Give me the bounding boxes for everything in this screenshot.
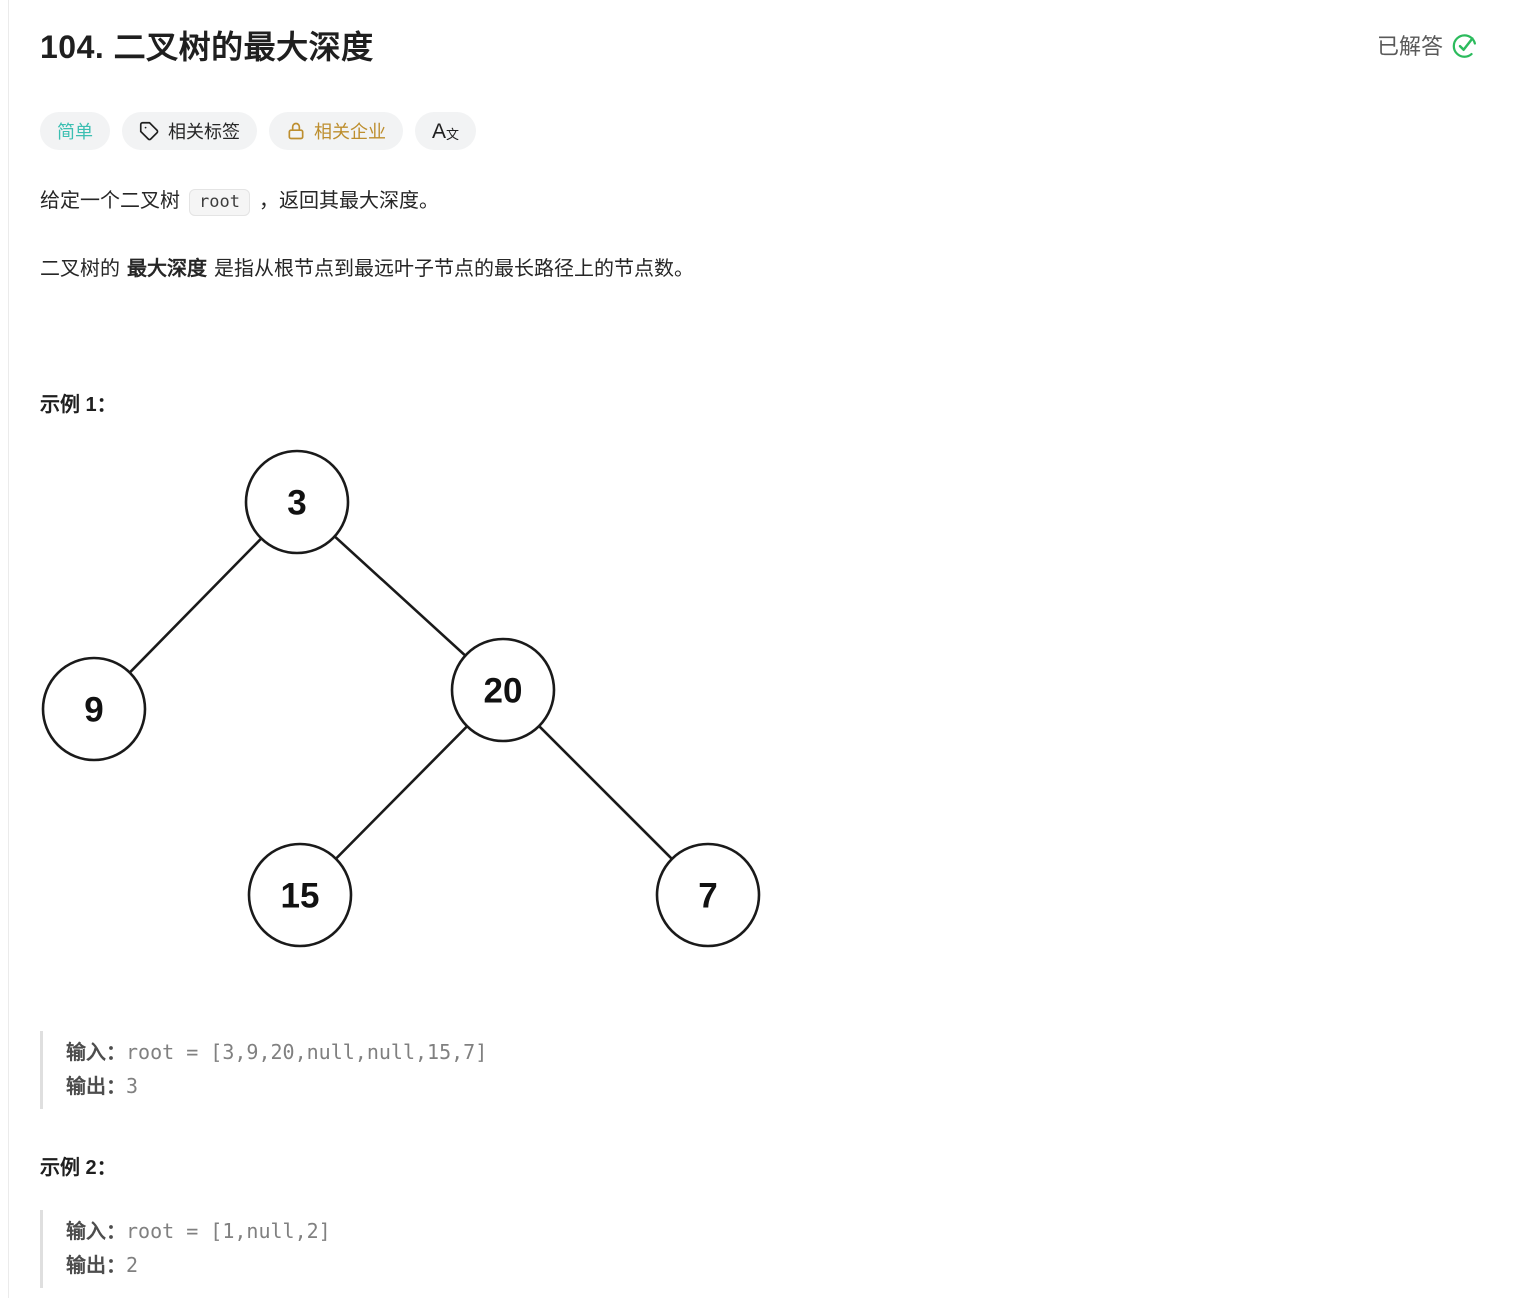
difficulty-label: 简单: [57, 122, 93, 142]
tree-node: [244, 449, 350, 555]
page-title: 104. 二叉树的最大深度: [40, 29, 374, 65]
translate-icon-main: A: [432, 119, 447, 143]
tag-row: 简单 相关标签 相关企业 A 文: [40, 112, 1478, 150]
solved-label: 已解答: [1376, 34, 1443, 59]
tree-node-label: 3: [287, 484, 306, 523]
solved-status-badge: 已解答: [1377, 29, 1478, 61]
inline-code-root: root: [189, 189, 250, 216]
output-value: 3: [126, 1074, 139, 1098]
input-label: 输入：: [66, 1042, 126, 1064]
translate-button[interactable]: A 文: [415, 112, 477, 150]
example-2-heading: 示例 2：: [40, 1157, 117, 1179]
tree-diagram-wrap: 3 9 20 15 7: [40, 443, 1478, 955]
tree-node: [41, 656, 147, 762]
tree-node-label: 15: [281, 877, 320, 916]
description-paragraph-2: 二叉树的最大深度是指从根节点到最远叶子节点的最长路径上的节点数。: [40, 254, 1478, 284]
p1-text-before: 给定一个二叉树: [40, 190, 180, 212]
related-tags-label: 相关标签: [168, 122, 240, 142]
example-2-input-line: 输入：root = [1,null,2]: [66, 1215, 1478, 1249]
problem-description-panel: 104. 二叉树的最大深度 已解答 简单 相关标签: [8, 0, 1522, 1298]
tree-node: [450, 637, 556, 743]
output-value: 2: [126, 1253, 139, 1277]
p2-text-after: 是指从根节点到最远叶子节点的最长路径上的节点数。: [214, 258, 694, 280]
example-2-output-line: 输出：2: [66, 1249, 1478, 1283]
example-1-heading: 示例 1：: [40, 394, 117, 416]
description-paragraph-1: 给定一个二叉树 root ，返回其最大深度。: [40, 186, 1478, 217]
tag-icon: [139, 121, 160, 142]
binary-tree-diagram: 3 9 20 15 7: [41, 449, 761, 948]
tree-node: [655, 842, 761, 948]
lock-icon: [286, 121, 306, 141]
translate-icon: A 文: [432, 121, 459, 142]
tree-node-label: 7: [698, 877, 717, 916]
p2-text-before: 二叉树的: [40, 258, 120, 280]
output-label: 输出：: [66, 1076, 126, 1098]
related-companies-button[interactable]: 相关企业: [269, 112, 403, 150]
input-value: root = [1,null,2]: [126, 1219, 331, 1243]
example-1-output-line: 输出：3: [66, 1070, 1478, 1104]
example-2-block: 输入：root = [1,null,2] 输出：2: [40, 1210, 1478, 1288]
tree-node-label: 20: [484, 672, 523, 711]
output-label: 输出：: [66, 1255, 126, 1277]
translate-icon-sub: 文: [446, 126, 460, 142]
example-1-block: 输入：root = [3,9,20,null,null,15,7] 输出：3: [40, 1031, 1478, 1109]
tree-node-label: 9: [84, 691, 103, 730]
difficulty-badge: 简单: [40, 112, 110, 150]
input-label: 输入：: [66, 1221, 126, 1243]
related-companies-label: 相关企业: [314, 122, 386, 142]
p2-bold-term: 最大深度: [127, 258, 207, 280]
problem-header: 104. 二叉树的最大深度 已解答: [40, 22, 1478, 68]
example-1-input-line: 输入：root = [3,9,20,null,null,15,7]: [66, 1036, 1478, 1070]
input-value: root = [3,9,20,null,null,15,7]: [126, 1040, 488, 1064]
check-circle-icon: [1451, 32, 1478, 59]
tree-node: [247, 842, 353, 948]
related-tags-button[interactable]: 相关标签: [122, 112, 257, 150]
p1-text-after: ，返回其最大深度。: [258, 190, 439, 212]
